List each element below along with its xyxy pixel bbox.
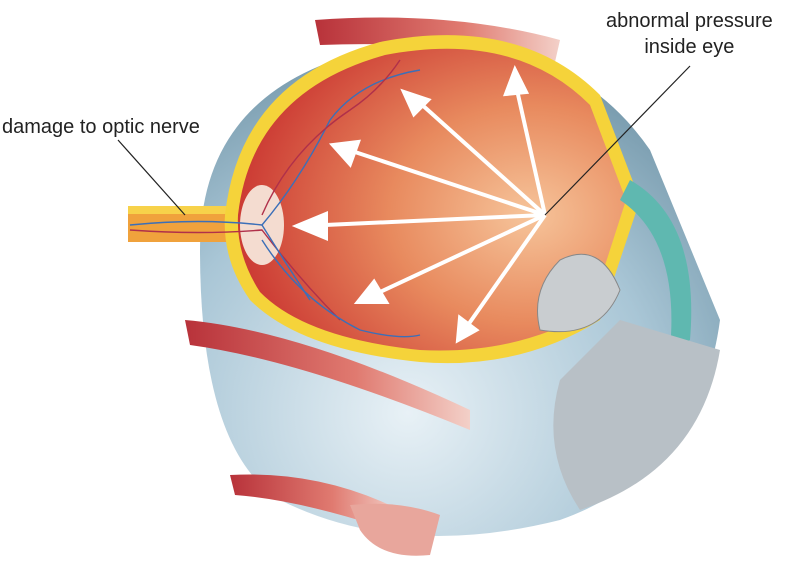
- cornea: [620, 180, 692, 350]
- eye-interior: [237, 48, 626, 351]
- blood-vessels: [129, 59, 421, 338]
- optic-nerve-label: damage to optic nerve: [2, 116, 200, 138]
- pressure-arrows: [291, 65, 547, 344]
- pressure-label: abnormal pressure inside eye: [606, 8, 773, 60]
- front-structure: [553, 320, 720, 510]
- left-muscle: [185, 320, 470, 430]
- pressure-leader-line: [544, 65, 691, 216]
- pressure-label-line1: abnormal pressure: [606, 10, 773, 32]
- iris: [537, 253, 621, 333]
- lower-muscle: [350, 503, 440, 556]
- pressure-label-line2: inside eye: [644, 36, 735, 58]
- optic-leader-line: [117, 139, 186, 216]
